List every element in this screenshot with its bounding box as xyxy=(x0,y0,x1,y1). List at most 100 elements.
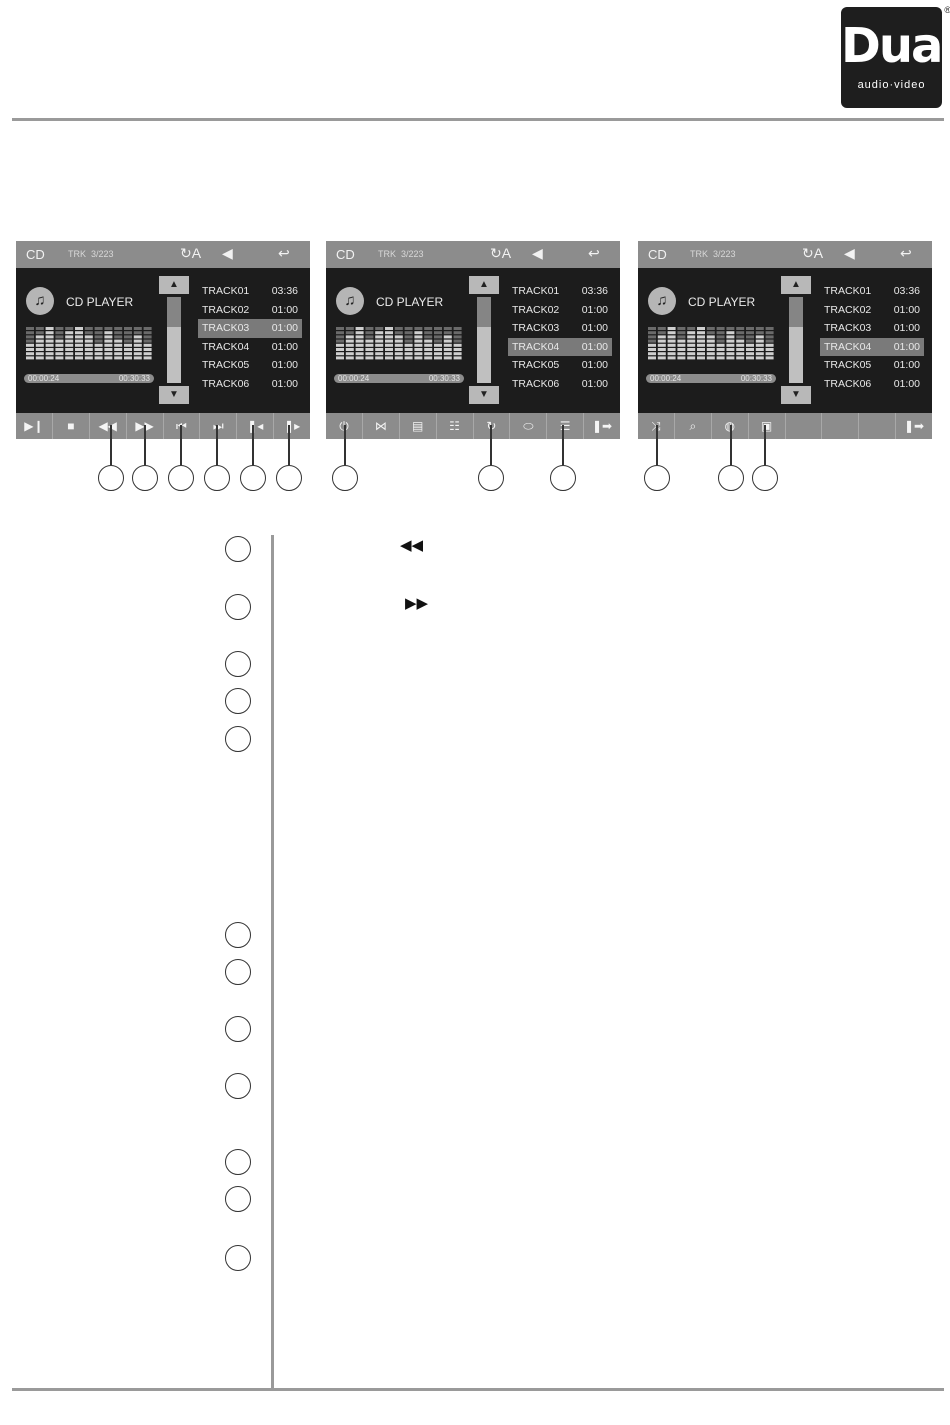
stop-button[interactable]: ■ xyxy=(53,413,90,439)
play-pause-icon: ▶❙ xyxy=(24,419,44,433)
track-duration: 01:00 xyxy=(271,322,298,335)
callout-circle xyxy=(550,465,576,491)
track-row[interactable]: TRACK01 03:36 xyxy=(820,282,924,301)
back-icon[interactable]: ↩ xyxy=(588,245,600,261)
step-back-button[interactable]: ❚◂ xyxy=(237,413,275,439)
scroll-up-button[interactable]: ▲ xyxy=(781,276,811,294)
mode-label: CD xyxy=(648,247,667,262)
callout-circle xyxy=(752,465,778,491)
callout-circle xyxy=(718,465,744,491)
back-icon[interactable]: ↩ xyxy=(278,245,290,261)
shuffle-button[interactable]: ⤨ xyxy=(638,413,675,439)
rewind-symbol: ◀◀ xyxy=(400,537,424,554)
track-duration: 01:00 xyxy=(271,303,298,316)
repeat-ab-icon[interactable]: ↻A xyxy=(180,245,202,261)
track-duration: 03:36 xyxy=(893,285,920,297)
play-pause-button[interactable]: ▶❙ xyxy=(16,413,53,439)
track-name: TRACK01 xyxy=(202,285,250,297)
track-name: TRACK03 xyxy=(824,322,872,335)
track-name: TRACK01 xyxy=(512,285,560,297)
volume-icon[interactable]: ◀ xyxy=(844,245,855,261)
scroll-up-button[interactable]: ▲ xyxy=(469,276,499,294)
track-row[interactable]: TRACK05 01:00 xyxy=(508,356,612,375)
bookmark-button[interactable]: ⋈ xyxy=(363,413,400,439)
equalizer-display xyxy=(26,327,152,360)
music-disc-icon: ♫ xyxy=(336,287,364,315)
volume-icon[interactable]: ◀ xyxy=(532,245,543,261)
description-circle xyxy=(225,922,251,948)
equalizer-display xyxy=(648,327,774,360)
list-button[interactable]: ☰ xyxy=(547,413,585,439)
folder-button[interactable]: ▤ xyxy=(400,413,437,439)
next-track-button[interactable]: ⏭ xyxy=(200,413,238,439)
scroll-down-button[interactable]: ▼ xyxy=(159,386,189,404)
description-circle xyxy=(225,1073,251,1099)
next-page-button[interactable]: ❚➡ xyxy=(584,413,620,439)
description-circle xyxy=(225,594,251,620)
next-page-button[interactable]: ❚➡ xyxy=(896,413,932,439)
power-button[interactable]: ⏻ xyxy=(326,413,363,439)
description-circle xyxy=(225,726,251,752)
track-name: TRACK01 xyxy=(824,285,872,297)
track-duration: 01:00 xyxy=(581,359,608,372)
display-button[interactable]: ▣ xyxy=(749,413,786,439)
repeat-ab-icon[interactable]: ↻A xyxy=(802,245,824,261)
back-icon[interactable]: ↩ xyxy=(900,245,912,261)
globe-button[interactable]: ◍ xyxy=(712,413,749,439)
player-title: CD PLAYER xyxy=(376,295,444,309)
list-icon: ☰ xyxy=(559,419,571,433)
scroll-thumb[interactable] xyxy=(789,297,803,327)
subtitle-button[interactable]: ⬭ xyxy=(510,413,548,439)
description-circle xyxy=(225,959,251,985)
scroll-thumb[interactable] xyxy=(477,297,491,327)
track-name: TRACK03 xyxy=(512,322,560,335)
previous-track-button[interactable]: ⏮ xyxy=(164,413,201,439)
track-name: TRACK05 xyxy=(512,359,560,372)
mode-label: CD xyxy=(26,247,45,262)
rewind-button[interactable]: ◀◀ xyxy=(90,413,127,439)
track-name: TRACK04 xyxy=(824,340,872,353)
empty-slot-button[interactable] xyxy=(859,413,897,439)
scroll-down-button[interactable]: ▼ xyxy=(781,386,811,404)
search-button[interactable]: ⌕ xyxy=(675,413,712,439)
step-forward-button[interactable]: ❚▸ xyxy=(274,413,310,439)
scroll-up-button[interactable]: ▲ xyxy=(159,276,189,294)
document-icon: ☷ xyxy=(449,419,460,433)
callout-leader xyxy=(180,425,182,465)
empty-slot-button[interactable] xyxy=(786,413,823,439)
scroll-down-button[interactable]: ▼ xyxy=(469,386,499,404)
document-button[interactable]: ☷ xyxy=(437,413,474,439)
callout-circle xyxy=(478,465,504,491)
empty-slot-button[interactable] xyxy=(822,413,860,439)
description-circle xyxy=(225,651,251,677)
callout-leader xyxy=(730,425,732,465)
track-name: TRACK06 xyxy=(202,377,250,390)
elapsed-time: 00:00:24 xyxy=(338,374,370,383)
repeat-ab-icon[interactable]: ↻A xyxy=(490,245,512,261)
scroll-thumb[interactable] xyxy=(167,297,181,327)
volume-icon[interactable]: ◀ xyxy=(222,245,233,261)
equalizer-display xyxy=(336,327,462,360)
repeat-button[interactable]: ↻ xyxy=(474,413,511,439)
